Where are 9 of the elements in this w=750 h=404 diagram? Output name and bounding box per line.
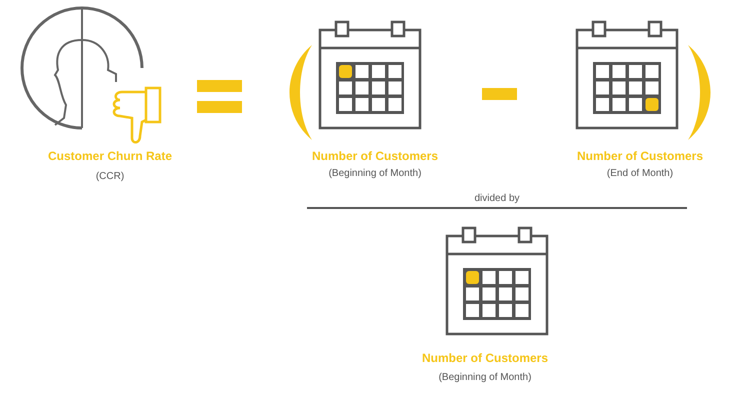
subtitle: (Beginning of Month) — [438, 372, 532, 383]
heading: Number of Customers — [576, 149, 704, 163]
heading: Number of Customers — [422, 351, 548, 365]
subtitle: (Beginning of Month) — [328, 168, 422, 179]
subtitle: (End of Month) — [606, 168, 674, 179]
heading: Number of Customers — [312, 149, 438, 163]
subtitle: (CCR) — [96, 171, 124, 182]
heading: Customer Churn Rate — [48, 149, 172, 163]
operator-text: divided by — [474, 193, 520, 204]
